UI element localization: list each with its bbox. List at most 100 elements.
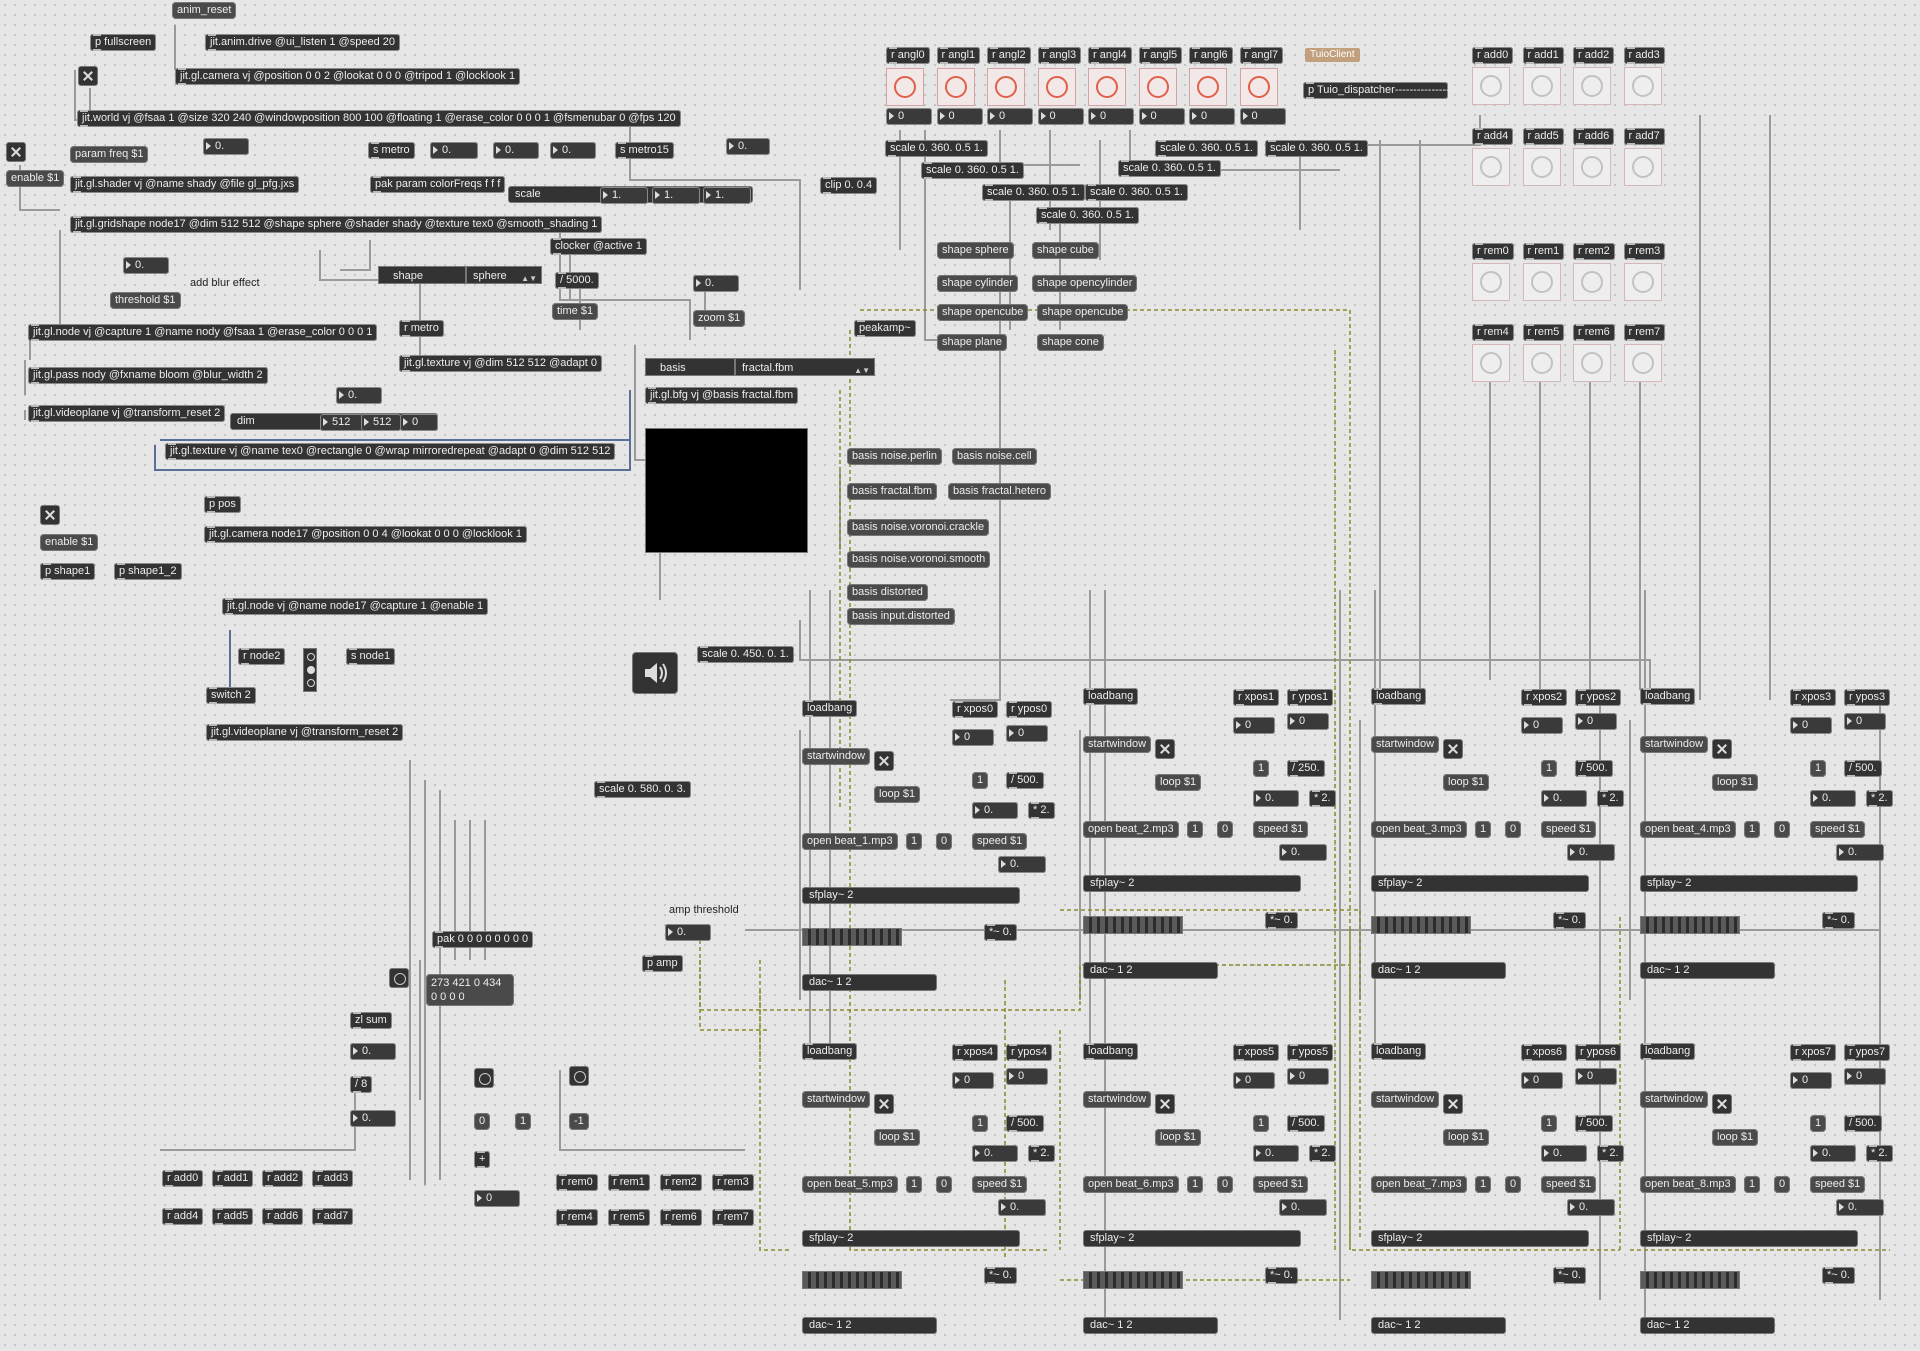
p-amp-object[interactable]: p amp: [642, 955, 683, 972]
speed-message[interactable]: speed $1: [1810, 1176, 1866, 1193]
ypos-number[interactable]: 0: [1006, 1068, 1048, 1085]
zero-loop-message[interactable]: 0: [1217, 821, 1234, 838]
r-xpos-object[interactable]: r xpos1: [1233, 689, 1280, 706]
jit-gl-camera-vj-object[interactable]: jit.gl.camera vj @position 0 0 2 @lookat…: [175, 68, 521, 85]
angl-number[interactable]: 0: [886, 108, 932, 125]
r-ypos-object[interactable]: r ypos5: [1287, 1044, 1334, 1061]
open-beat-message[interactable]: open beat_3.mp3: [1371, 821, 1467, 838]
add-dial[interactable]: [1623, 67, 1662, 105]
scale-angl-f[interactable]: scale 0. 360. 0.5 1.: [982, 184, 1085, 201]
dim-z-number[interactable]: 0: [400, 414, 438, 431]
amp-threshold-number[interactable]: 0.: [665, 924, 711, 941]
xpos-number[interactable]: 0: [1233, 717, 1275, 734]
basis-input-distorted-message[interactable]: basis input.distorted: [847, 608, 955, 625]
rem-dial[interactable]: [1573, 344, 1611, 382]
basis-crackle-message[interactable]: basis noise.voronoi.crackle: [847, 519, 990, 536]
ypos-number[interactable]: 0: [1844, 713, 1886, 730]
add-one-message[interactable]: 1: [515, 1113, 532, 1130]
sfplay-object[interactable]: sfplay~ 2: [1371, 875, 1589, 892]
rem-dial[interactable]: [1472, 263, 1510, 301]
switch-2-object[interactable]: switch 2: [206, 687, 256, 704]
basis-hetero-message[interactable]: basis fractal.hetero: [948, 483, 1051, 500]
rem-dial[interactable]: [1522, 344, 1561, 382]
shader-number[interactable]: 0.: [203, 138, 249, 155]
r-rem-bottom-object[interactable]: r rem0: [556, 1174, 598, 1191]
loop-message[interactable]: loop $1: [874, 1129, 921, 1146]
p-tuio-dispatcher-object[interactable]: p Tuio_dispatcher-----------------: [1303, 82, 1457, 99]
ypos-number[interactable]: 0: [1575, 713, 1617, 730]
shape-cone-message[interactable]: shape cone: [1037, 334, 1104, 351]
scaled-number[interactable]: 0.: [972, 802, 1018, 819]
loop-message[interactable]: loop $1: [1712, 774, 1759, 791]
rem-bang[interactable]: [569, 1066, 589, 1086]
r-rem-bottom-object[interactable]: r rem4: [556, 1209, 598, 1226]
div-object[interactable]: / 250.: [1287, 760, 1325, 777]
speed-number[interactable]: 0.: [998, 856, 1046, 873]
r-rem-object[interactable]: r rem1: [1522, 243, 1565, 260]
shape-toggle[interactable]: [40, 505, 60, 525]
scale-angl-d[interactable]: scale 0. 360. 0.5 1.: [921, 162, 1024, 179]
r-xpos-object[interactable]: r xpos7: [1790, 1044, 1837, 1061]
startwindow-message[interactable]: startwindow: [1371, 1091, 1440, 1108]
s-node1-object[interactable]: s node1: [346, 648, 396, 665]
r-add-object[interactable]: r add4: [1472, 128, 1514, 145]
gain-object[interactable]: *~ 0.: [1265, 912, 1298, 929]
dac-object[interactable]: dac~ 1 2: [802, 974, 937, 991]
clip-object[interactable]: clip 0. 0.4: [820, 177, 878, 194]
jit-gl-pass-object[interactable]: jit.gl.pass nody @fxname bloom @blur_wid…: [28, 367, 268, 384]
one-loop-message[interactable]: 1: [1744, 821, 1761, 838]
times2-object[interactable]: * 2.: [1028, 802, 1055, 819]
loop-toggle[interactable]: [1155, 739, 1175, 759]
angl-number[interactable]: 0: [1138, 108, 1185, 125]
angl-dial[interactable]: [886, 68, 924, 106]
add-dial[interactable]: [1522, 67, 1561, 105]
r-add-object[interactable]: r add2: [1573, 47, 1615, 64]
scaled-number[interactable]: 0.: [1253, 790, 1299, 807]
r-add-bottom-object[interactable]: r add2: [262, 1170, 304, 1187]
r-xpos-object[interactable]: r xpos4: [952, 1044, 999, 1061]
div-object[interactable]: / 500.: [1287, 1115, 1325, 1132]
angl-number[interactable]: 0: [1037, 108, 1084, 125]
gain-object[interactable]: *~ 0.: [984, 924, 1017, 941]
jit-gl-bfg-object[interactable]: jit.gl.bfg vj @basis fractal.fbm: [645, 387, 799, 404]
angl-number[interactable]: 0: [1239, 108, 1286, 125]
enable-message[interactable]: enable $1: [6, 170, 65, 187]
scaled-number[interactable]: 0.: [1253, 1145, 1299, 1162]
r-add-bottom-object[interactable]: r add5: [212, 1208, 254, 1225]
jit-gl-gridshape-object[interactable]: jit.gl.gridshape node17 @dim 512 512 @sh…: [70, 216, 603, 233]
loadbang-object[interactable]: loadbang: [1640, 1043, 1696, 1060]
loop-toggle[interactable]: [1712, 1094, 1732, 1114]
startwindow-message[interactable]: startwindow: [1640, 736, 1709, 753]
pak-zero-object[interactable]: pak 0 0 0 0 0 0 0 0: [432, 931, 534, 948]
dac-object[interactable]: dac~ 1 2: [1640, 1317, 1775, 1334]
xpos-number[interactable]: 0: [1233, 1072, 1275, 1089]
tuio-client-object[interactable]: TuioClient: [1305, 48, 1360, 62]
r-rem-object[interactable]: r rem3: [1623, 243, 1666, 260]
zoom-message[interactable]: zoom $1: [693, 310, 746, 327]
r-add-object[interactable]: r add5: [1522, 128, 1564, 145]
div-object[interactable]: / 500.: [1575, 760, 1613, 777]
rem-minus-one-message[interactable]: -1: [569, 1113, 589, 1130]
shape-opencube-message[interactable]: shape opencube: [937, 304, 1029, 321]
r-add-object[interactable]: r add6: [1573, 128, 1615, 145]
r-add-bottom-object[interactable]: r add6: [262, 1208, 304, 1225]
r-angl-object[interactable]: r angl5: [1138, 47, 1183, 64]
add-dial[interactable]: [1522, 148, 1561, 186]
xpos-number[interactable]: 0: [1521, 717, 1563, 734]
basis-label-menu[interactable]: basis: [645, 358, 735, 376]
loadbang-object[interactable]: loadbang: [1371, 688, 1427, 705]
s-metro15-object[interactable]: s metro15: [615, 142, 674, 159]
xpos-number[interactable]: 0: [1790, 717, 1832, 734]
zero-loop-message[interactable]: 0: [1217, 1176, 1234, 1193]
shape-opencube-message-2[interactable]: shape opencube: [1037, 304, 1129, 321]
r-add-object[interactable]: r add3: [1623, 47, 1665, 64]
threshold-message[interactable]: threshold $1: [110, 292, 181, 309]
r-rem-bottom-object[interactable]: r rem2: [660, 1174, 702, 1191]
r-add-bottom-object[interactable]: r add0: [162, 1170, 204, 1187]
r-angl-object[interactable]: r angl6: [1189, 47, 1233, 64]
jit-gl-node-nody-object[interactable]: jit.gl.node vj @capture 1 @name nody @fs…: [28, 324, 378, 341]
gain-object[interactable]: *~ 0.: [1265, 1267, 1298, 1284]
speed-number[interactable]: 0.: [998, 1199, 1046, 1216]
shape-plane-message[interactable]: shape plane: [937, 334, 1007, 351]
r-rem-bottom-object[interactable]: r rem3: [712, 1174, 754, 1191]
